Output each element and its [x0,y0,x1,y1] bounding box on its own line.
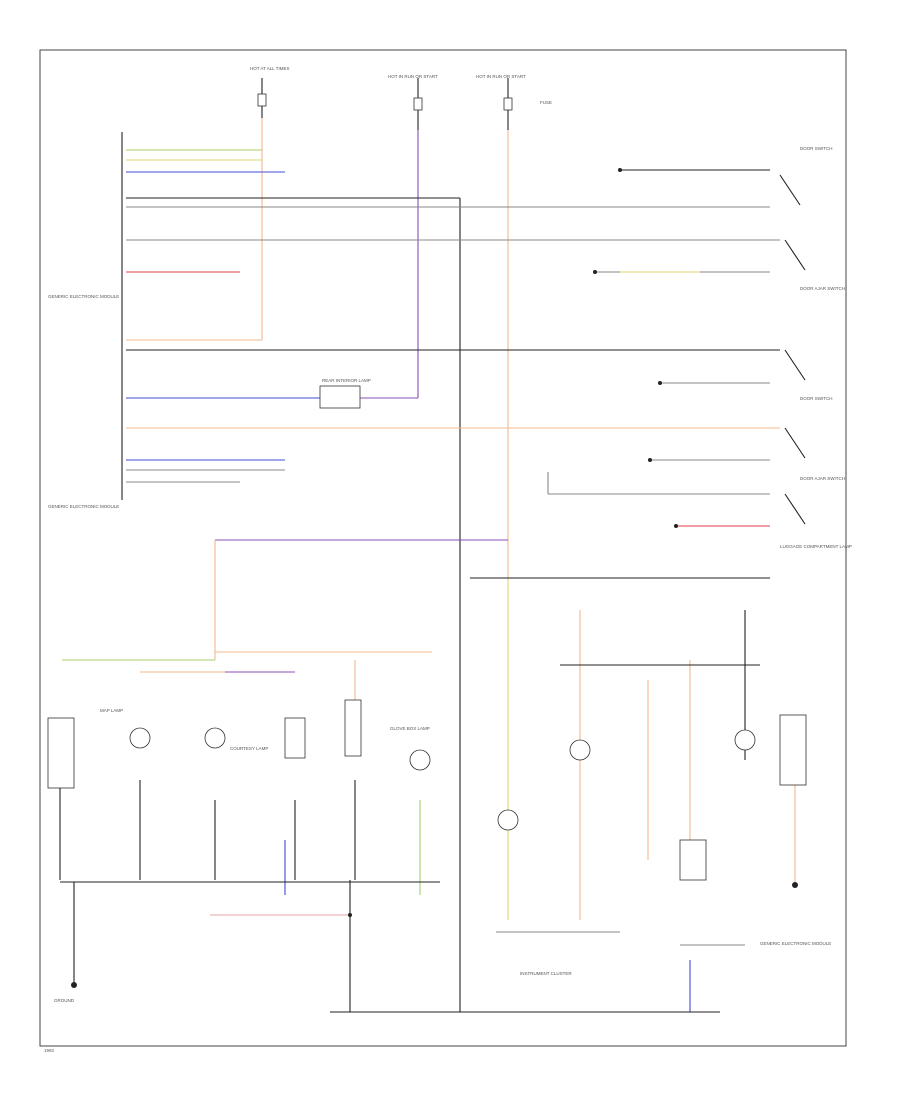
diagram-border [39,49,847,1047]
svg-text:REAR INTERIOR LAMP: REAR INTERIOR LAMP [322,378,371,383]
rear-interior-lamp: REAR INTERIOR LAMP [319,378,371,409]
svg-text:GENERIC ELECTRONIC MODULE: GENERIC ELECTRONIC MODULE [48,504,119,509]
svg-text:HOT IN RUN OR START: HOT IN RUN OR START [476,74,526,79]
module-connector-rows [126,149,285,483]
svg-text:HOT AT ALL TIMES: HOT AT ALL TIMES [250,66,290,71]
svg-text:HOT IN RUN OR START: HOT IN RUN OR START [388,74,438,79]
generic-electronic-module-block: GENERIC ELECTRONIC MODULE GENERIC ELECTR… [48,132,123,509]
lamp-bank-left: MAP LAMP COURTESY LAMP GLOVE BOX LAMP GR… [47,651,440,1012]
svg-text:DOOR AJAR SWITCH: DOOR AJAR SWITCH [800,476,845,481]
svg-text:GENERIC ELECTRONIC MODULE: GENERIC ELECTRONIC MODULE [760,941,831,946]
svg-text:GLOVE BOX LAMP: GLOVE BOX LAMP [390,726,430,731]
right-door-switches: DOOR SWITCH DOOR AJAR SWITCH DOOR SWITCH… [593,146,852,549]
fuse-hot-in-run-right: HOT IN RUN OR START FUSE [476,74,552,130]
fuse-hot-in-run-left: HOT IN RUN OR START [388,74,438,130]
svg-text:LUGGAGE COMPARTMENT LAMP: LUGGAGE COMPARTMENT LAMP [780,544,852,549]
door-switch-circuits [126,197,780,495]
lamp-bank-right: INSTRUMENT CLUSTER GENERIC ELECTRONIC MO… [496,580,831,1012]
svg-text:COURTESY LAMP: COURTESY LAMP [230,746,268,751]
fuse-hot-at-all-times: HOT AT ALL TIMES [250,66,290,118]
svg-text:INSTRUMENT CLUSTER: INSTRUMENT CLUSTER [520,971,572,976]
purple-branch [214,539,770,660]
svg-text:DOOR AJAR SWITCH: DOOR AJAR SWITCH [800,286,845,291]
svg-text:GROUND: GROUND [54,998,75,1003]
svg-text:DOOR SWITCH: DOOR SWITCH [800,396,833,401]
svg-text:FUSE: FUSE [540,100,552,105]
corner-mark: 1992 [44,1048,55,1053]
svg-text:DOOR SWITCH: DOOR SWITCH [800,146,833,151]
svg-text:MAP LAMP: MAP LAMP [100,708,123,713]
svg-text:GENERIC ELECTRONIC MODULE: GENERIC ELECTRONIC MODULE [48,294,119,299]
